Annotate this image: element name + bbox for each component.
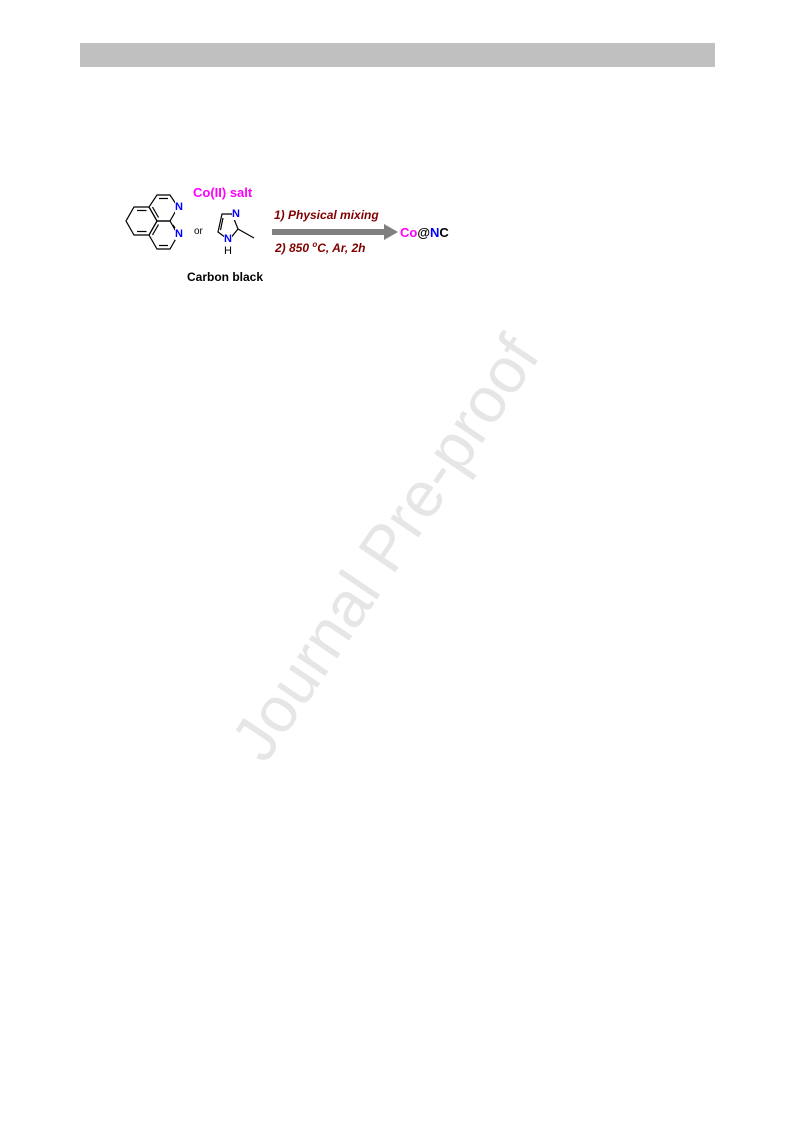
- product-n: N: [430, 225, 440, 240]
- watermark: Journal Pre-proof: [216, 322, 554, 774]
- phenanthroline-structure: [125, 194, 179, 250]
- reagent-label: Co(II) salt: [193, 185, 253, 200]
- product-c: C: [439, 225, 449, 240]
- condition-step2-prefix: 2) 850: [275, 241, 313, 255]
- product-label: Co@NC: [400, 225, 449, 240]
- reaction-scheme-graphics: [125, 194, 398, 250]
- condition-step2-suffix: C, Ar, 2h: [317, 241, 366, 255]
- product-co: Co: [400, 225, 418, 240]
- additive-label: Carbon black: [187, 270, 264, 284]
- hydrogen-label: H: [224, 245, 232, 257]
- nitrogen-label: N: [224, 233, 232, 245]
- nitrogen-label: N: [175, 228, 183, 240]
- reaction-scheme: N N N N H Co(II) salt or Carbon black 1)…: [0, 0, 793, 320]
- header-bar: [80, 43, 715, 67]
- condition-step1: 1) Physical mixing: [274, 208, 379, 222]
- condition-step2: 2) 850 oC, Ar, 2h: [275, 240, 365, 255]
- nitrogen-label: N: [232, 208, 240, 220]
- nitrogen-label: N: [175, 201, 183, 213]
- imidazole-structure: [217, 213, 255, 241]
- reaction-arrow: [272, 224, 398, 240]
- product-at: @: [417, 225, 431, 240]
- degree-symbol: o: [312, 240, 318, 249]
- or-label: or: [194, 226, 203, 237]
